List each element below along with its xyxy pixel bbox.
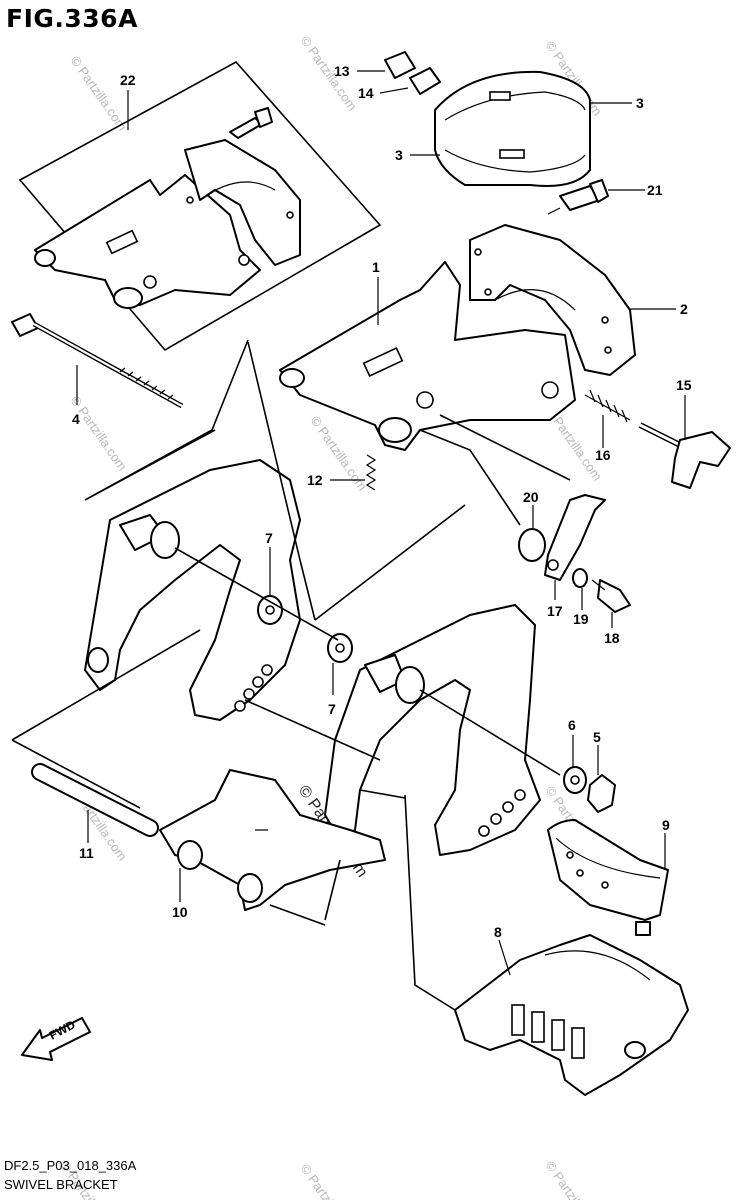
callout-7: 7	[328, 701, 336, 717]
part-stern-bracket-left	[84, 459, 301, 721]
callout-11: 11	[79, 845, 94, 861]
part-21-bolt	[547, 179, 609, 215]
callout-16: 16	[595, 447, 611, 463]
callout-12: 12	[307, 472, 323, 488]
fwd-direction-arrow: FWD	[21, 1017, 91, 1061]
callout-5: 5	[593, 729, 601, 745]
callout-3: 3	[395, 147, 403, 163]
callout-19: 19	[573, 611, 589, 627]
part-18-bolt	[591, 579, 631, 613]
figure-title: FIG.336A	[6, 4, 138, 33]
part-8-bracket	[454, 934, 689, 1096]
callout-9: 9	[662, 817, 670, 833]
part-19-washer	[572, 568, 588, 588]
callout-21: 21	[647, 182, 663, 198]
callout-6: 6	[568, 717, 576, 733]
watermark: © Partzilla.com	[68, 393, 131, 473]
callout-10: 10	[172, 904, 188, 920]
callout-7: 7	[265, 530, 273, 546]
callout-20: 20	[523, 489, 539, 505]
part-10-tilt-stopper	[159, 769, 386, 911]
part-22-clamp-bracket-assembly	[34, 107, 301, 309]
part-13-shim	[384, 51, 416, 79]
part-4-long-bolt	[11, 313, 184, 409]
callout-leaders	[76, 70, 686, 976]
part-11-tube	[31, 763, 159, 837]
watermark: © Partzilla.com	[298, 33, 361, 113]
callout-3: 3	[636, 95, 644, 111]
figure-name: SWIVEL BRACKET	[4, 1177, 118, 1192]
watermark: © Partzilla.com	[298, 1161, 361, 1200]
part-12-spring	[365, 454, 377, 491]
callout-4: 4	[72, 411, 80, 427]
watermark: © Partzilla.com	[68, 53, 131, 133]
callout-14: 14	[358, 85, 374, 101]
callout-1: 1	[372, 259, 380, 275]
callout-22: 22	[120, 72, 136, 88]
callout-17: 17	[547, 603, 563, 619]
part-20-circlip	[518, 528, 546, 562]
figure-code: DF2.5_P03_018_336A	[4, 1158, 137, 1173]
callout-15: 15	[676, 377, 692, 393]
part-5-nut	[587, 774, 616, 813]
callout-13: 13	[334, 63, 350, 79]
assembly-guide-lines	[11, 339, 571, 1011]
part-1-swivel-bracket	[279, 261, 576, 451]
part-stern-bracket-right	[324, 604, 541, 856]
callout-2: 2	[680, 301, 688, 317]
part-3-bushing-pair	[434, 70, 591, 187]
part-16-spring	[584, 389, 631, 423]
callout-18: 18	[604, 630, 620, 646]
part-14-shim	[409, 67, 441, 95]
part-15-wing-bolt	[638, 422, 731, 489]
watermark: © Partzilla.com	[543, 1158, 606, 1200]
part-9-cover	[547, 819, 669, 936]
part-17-lever	[544, 494, 606, 581]
callout-labels: 22 13 14 3 3 21 1 2 4 15 16 12 20 7 17 1…	[72, 63, 692, 940]
part-2-clamp-bracket	[469, 224, 636, 376]
callout-8: 8	[494, 924, 502, 940]
